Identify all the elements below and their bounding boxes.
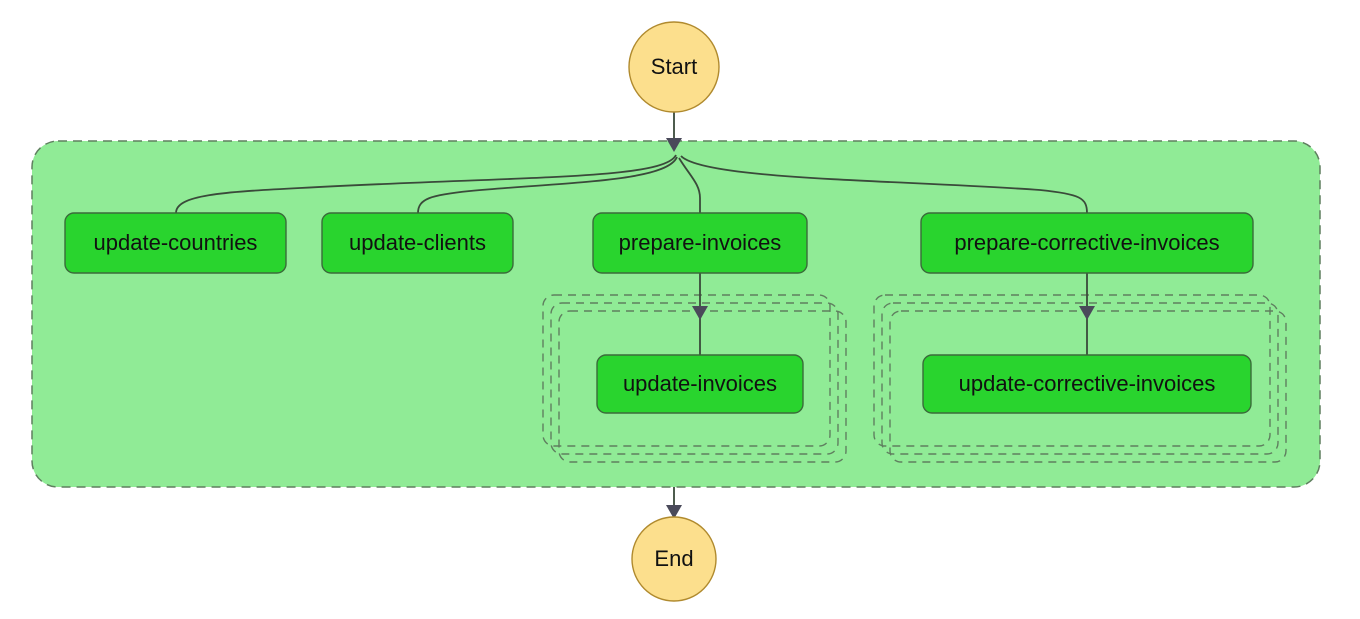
node-start[interactable]: Start	[628, 21, 720, 113]
edge-start-to-update-clients	[417, 156, 678, 214]
arrowhead-into-end	[666, 505, 682, 519]
arrowhead-into-invoices-loop	[692, 306, 708, 320]
group-invoices-loop-mid[interactable]	[550, 302, 839, 455]
node-prepare-corrective-invoices[interactable]: prepare-corrective-invoices	[920, 212, 1254, 274]
node-prepare-corrective-invoices-box[interactable]	[920, 212, 1254, 274]
node-update-countries-box[interactable]	[64, 212, 287, 274]
edge-start-to-update-countries	[175, 154, 677, 214]
node-update-invoices[interactable]: update-invoices	[596, 354, 804, 414]
node-update-corrective-invoices[interactable]: update-corrective-invoices	[922, 354, 1252, 414]
edge-start-to-prepare-corrective-invoices	[680, 155, 1088, 214]
edge-start-to-prepare-invoices	[678, 157, 701, 213]
node-update-clients-box[interactable]	[321, 212, 514, 274]
arrowhead-into-corrective-loop	[1079, 306, 1095, 320]
node-update-countries[interactable]: update-countries	[64, 212, 287, 274]
arrowheads-layer	[666, 138, 1095, 519]
group-corrective-loop-back[interactable]	[873, 294, 1271, 447]
node-update-corrective-invoices-box[interactable]	[922, 354, 1252, 414]
arrowhead-into-group	[666, 138, 682, 152]
node-end[interactable]: End	[631, 516, 717, 602]
node-prepare-invoices[interactable]: prepare-invoices	[592, 212, 808, 274]
node-update-clients[interactable]: update-clients	[321, 212, 514, 274]
node-start-circle[interactable]	[628, 21, 720, 113]
group-corrective-loop-mid[interactable]	[881, 302, 1279, 455]
group-invoices-loop-back[interactable]	[542, 294, 831, 447]
node-update-invoices-box[interactable]	[596, 354, 804, 414]
node-prepare-invoices-box[interactable]	[592, 212, 808, 274]
node-end-circle[interactable]	[631, 516, 717, 602]
